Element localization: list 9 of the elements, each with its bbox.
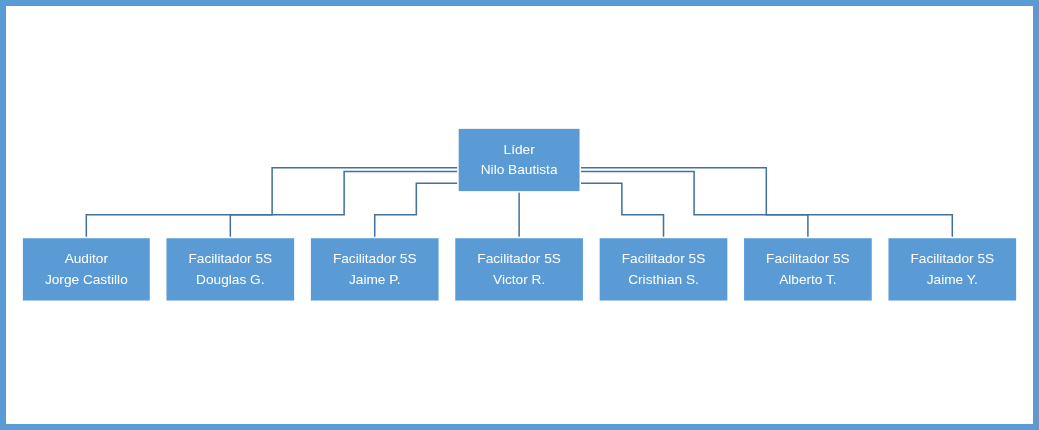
node-box: Facilitador 5S Alberto T. — [742, 237, 874, 303]
node-box: Facilitador 5S Victor R. — [453, 237, 585, 303]
connector — [518, 191, 520, 239]
node-box: Auditor Jorge Castillo — [21, 237, 152, 303]
node-box: Facilitador 5S Jaime P. — [309, 237, 441, 303]
node-box: Facilitador 5S Douglas G. — [164, 237, 296, 303]
node-box: Facilitador 5S Cristhian S. — [598, 237, 729, 303]
node-box: Facilitador 5S Jaime Y. — [886, 237, 1018, 303]
node-box: Líder Nilo Bautista — [457, 127, 582, 193]
